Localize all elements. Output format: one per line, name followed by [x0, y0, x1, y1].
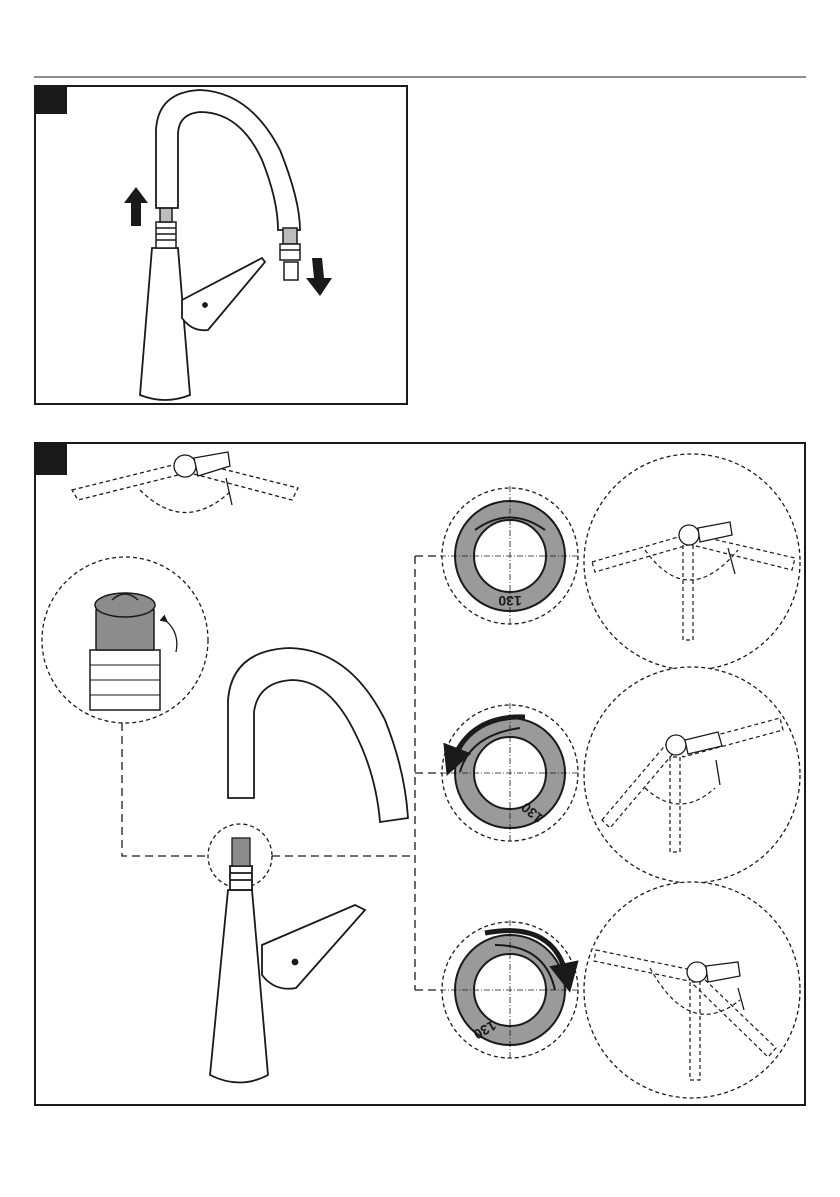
cartridge-top: [232, 838, 250, 866]
cartridge-detail: [42, 557, 208, 723]
handle-position-right: [584, 882, 800, 1098]
handle-position-left: [584, 667, 800, 883]
step-1-badge: [35, 86, 67, 114]
handle-position-center: [584, 454, 800, 670]
step-2-badge: [35, 443, 67, 475]
step-2-panel: 130 130 130: [35, 443, 805, 1105]
ring-label-center: 130: [498, 593, 522, 609]
step-1-panel: [35, 86, 407, 404]
